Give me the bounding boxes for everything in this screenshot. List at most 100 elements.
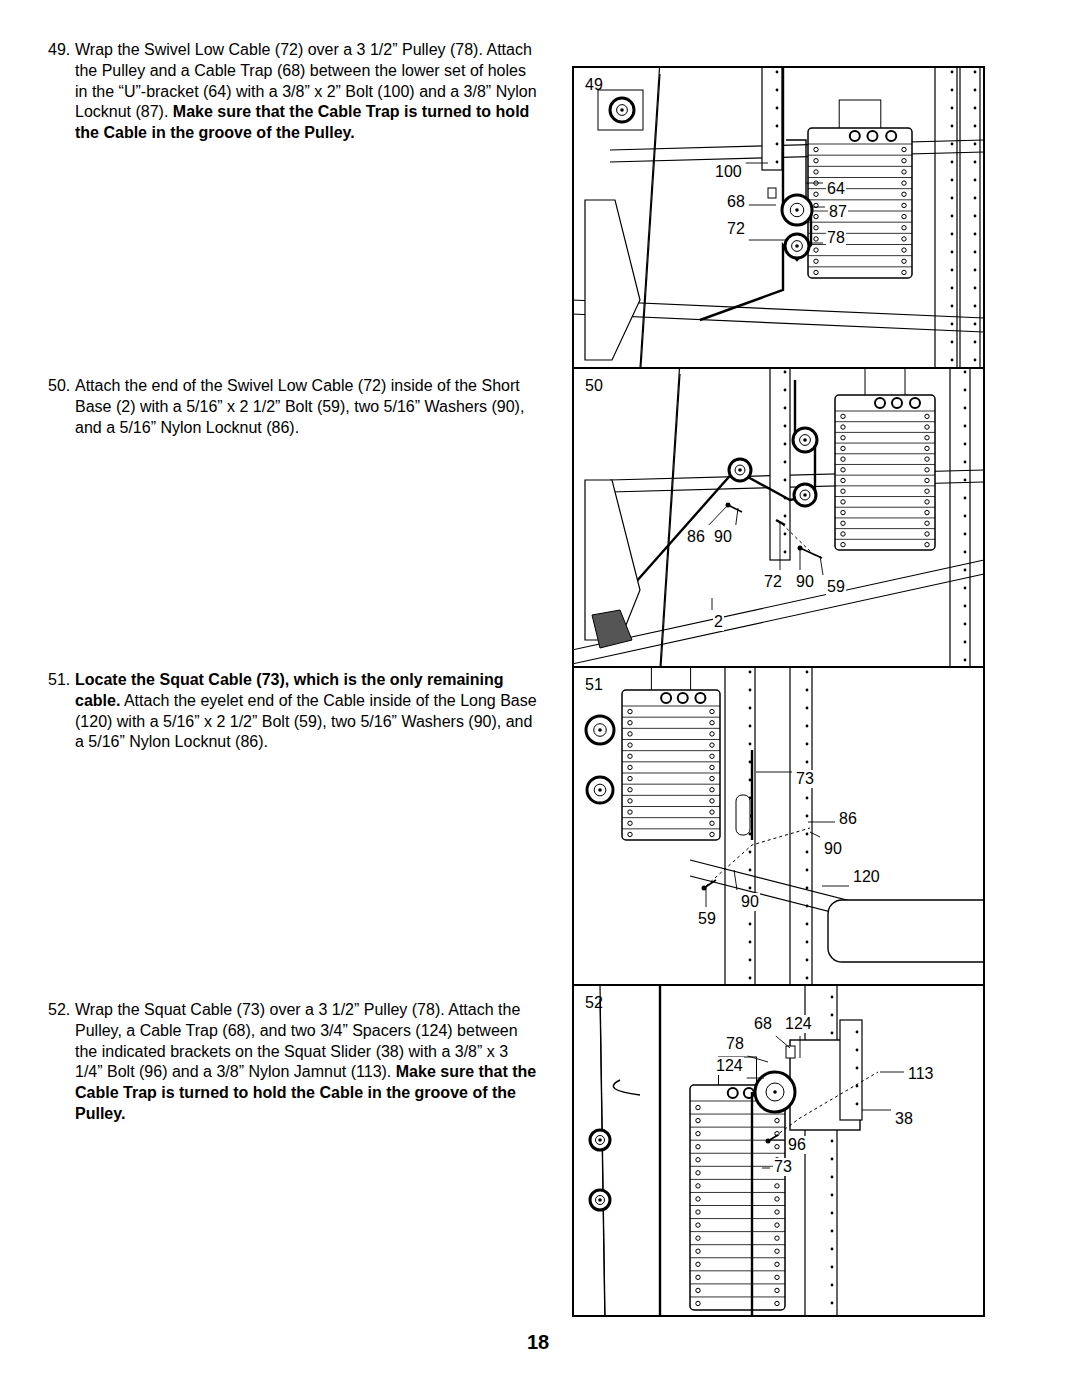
adjust-hole xyxy=(831,996,834,999)
leader-line xyxy=(746,163,768,164)
guide-rod xyxy=(910,398,920,408)
weight-plate xyxy=(690,1270,785,1271)
adjust-hole xyxy=(964,551,967,554)
adjust-hole xyxy=(749,977,752,980)
plate-hole xyxy=(628,754,632,758)
adjust-hole xyxy=(856,1067,859,1070)
weight-plate xyxy=(835,485,935,486)
adjust-hole xyxy=(776,71,779,74)
frame-post xyxy=(840,1020,862,1120)
callout-number: 78 xyxy=(826,229,846,247)
plate-hole xyxy=(696,1145,700,1149)
plate-hole xyxy=(775,1288,779,1292)
panel-illustration xyxy=(572,367,984,668)
weight-plate xyxy=(808,233,912,234)
pulley-axle xyxy=(795,244,799,248)
weight-plate xyxy=(835,453,935,454)
plate-hole xyxy=(775,1262,779,1266)
weight-plate xyxy=(690,1140,785,1141)
plate-hole xyxy=(925,500,929,504)
callout-number: 120 xyxy=(852,868,881,886)
instruction-step: 49.Wrap the Swivel Low Cable (72) over a… xyxy=(48,40,540,144)
pulley xyxy=(590,1130,610,1150)
adjust-hole xyxy=(831,1212,834,1215)
plate-hole xyxy=(902,237,906,241)
adjust-hole xyxy=(974,143,977,146)
adjust-hole xyxy=(951,179,954,182)
adjust-hole xyxy=(951,161,954,164)
plate-hole xyxy=(814,248,818,252)
frame-tube xyxy=(600,999,605,1317)
pulley-bracket xyxy=(598,90,643,130)
weight-plate xyxy=(835,475,935,476)
plate-hole xyxy=(628,721,632,725)
step-number: 50. xyxy=(48,376,70,397)
adjust-hole xyxy=(749,941,752,944)
adjust-hole xyxy=(964,371,967,374)
cable xyxy=(620,440,815,600)
plate-hole xyxy=(710,732,714,736)
plate-hole xyxy=(710,799,714,803)
plate-hole xyxy=(696,1223,700,1227)
pulley-axle xyxy=(803,438,807,442)
adjust-hole xyxy=(951,251,954,254)
plate-hole xyxy=(925,436,929,440)
leader-line xyxy=(749,240,786,241)
cable xyxy=(659,985,661,1316)
instruction-step: 52.Wrap the Squat Cable (73) over a 3 1/… xyxy=(48,1000,540,1125)
selector-rod xyxy=(839,100,881,130)
pulley xyxy=(587,777,613,803)
plate-hole xyxy=(628,732,632,736)
weight-plate xyxy=(835,507,935,508)
plate-hole xyxy=(710,743,714,747)
adjust-hole xyxy=(951,233,954,236)
pulley xyxy=(586,716,614,744)
adjust-hole xyxy=(974,305,977,308)
adjust-hole xyxy=(806,869,809,872)
weight-plate xyxy=(808,166,912,167)
bolt xyxy=(800,548,822,558)
callout-number: 90 xyxy=(795,573,815,591)
callout-number: 64 xyxy=(826,180,846,198)
adjust-hole xyxy=(749,923,752,926)
plate-hole xyxy=(696,1288,700,1292)
step-number: 52 xyxy=(585,994,603,1012)
cable-trap xyxy=(786,1046,795,1058)
adjust-hole xyxy=(974,233,977,236)
plate-hole xyxy=(814,237,818,241)
frame-post xyxy=(960,66,980,369)
alignment-line xyxy=(778,520,815,556)
adjust-hole xyxy=(806,689,809,692)
weight-plate xyxy=(808,155,912,156)
frame-post xyxy=(725,666,755,986)
plate-hole xyxy=(696,1171,700,1175)
plate-hole xyxy=(775,1223,779,1227)
frame-tube xyxy=(610,140,984,150)
plate-hole xyxy=(925,532,929,536)
weight-plate xyxy=(835,496,935,497)
plate-hole xyxy=(925,489,929,493)
plate-hole xyxy=(841,478,845,482)
adjust-hole xyxy=(974,107,977,110)
plate-hole xyxy=(628,776,632,780)
plate-hole xyxy=(902,147,906,151)
callout-number: 86 xyxy=(686,528,706,546)
plate-hole xyxy=(710,721,714,725)
plate-hole xyxy=(925,478,929,482)
plate-hole xyxy=(628,799,632,803)
leader-line xyxy=(712,598,713,610)
pulley-hub xyxy=(596,1196,605,1205)
plate-hole xyxy=(696,1275,700,1279)
plate-hole xyxy=(925,425,929,429)
adjust-hole xyxy=(964,623,967,626)
pulley-hub xyxy=(800,490,810,500)
weight-plate xyxy=(622,717,720,718)
plate-hole xyxy=(841,414,845,418)
leader-line xyxy=(800,548,801,570)
instruction-step: 50.Attach the end of the Swivel Low Cabl… xyxy=(48,376,540,438)
callout-number: 86 xyxy=(838,810,858,828)
adjust-hole xyxy=(964,407,967,410)
step-panel: 51 xyxy=(572,666,985,986)
adjust-hole xyxy=(951,305,954,308)
plate-hole xyxy=(696,1210,700,1214)
